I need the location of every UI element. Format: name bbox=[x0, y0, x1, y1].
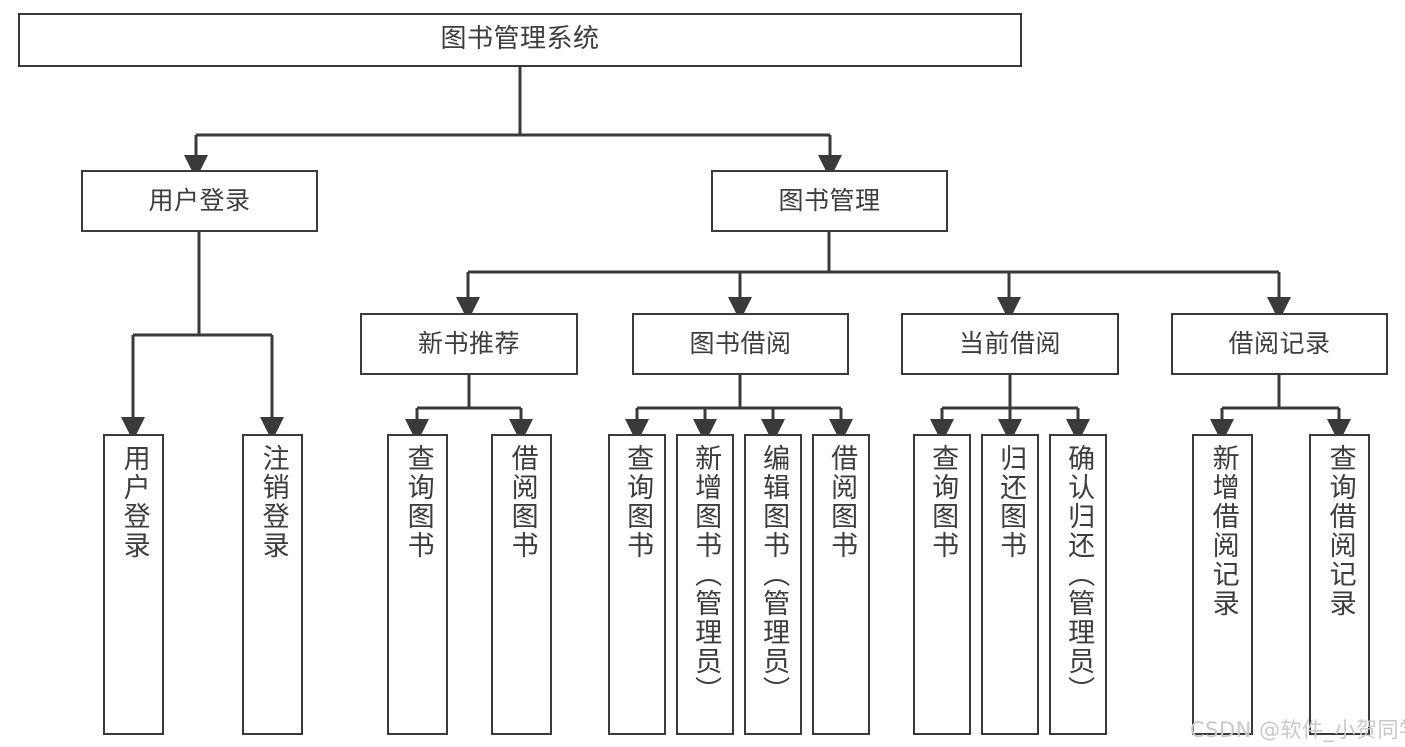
node-label: 借阅记录 bbox=[1228, 329, 1331, 358]
node-label: 用户登录 bbox=[148, 186, 251, 215]
node-label: 用户登录 bbox=[118, 444, 150, 560]
node-new-book-recommend[interactable]: 新书推荐 bbox=[360, 313, 578, 375]
leaf-confirm-return-admin[interactable]: 确认归还（管理员） bbox=[1049, 434, 1107, 735]
node-label: 图书借阅 bbox=[689, 329, 792, 358]
node-label: 确认归还（管理员） bbox=[1063, 444, 1095, 705]
csdn-watermark: CSDN @软件_小贺同学 bbox=[1190, 718, 1405, 742]
node-label: 新书推荐 bbox=[417, 329, 520, 358]
node-label: 查询图书 bbox=[402, 444, 434, 560]
node-book-borrow[interactable]: 图书借阅 bbox=[632, 313, 849, 375]
leaf-query-book-borrow[interactable]: 查询图书 bbox=[608, 434, 666, 735]
node-label: 查询图书 bbox=[622, 444, 654, 560]
leaf-add-borrow-record[interactable]: 新增借阅记录 bbox=[1192, 434, 1253, 735]
node-label: 归还图书 bbox=[995, 444, 1027, 560]
leaf-query-book-recommend[interactable]: 查询图书 bbox=[387, 434, 448, 735]
node-label: 当前借阅 bbox=[958, 329, 1061, 358]
node-label: 图书管理系统 bbox=[440, 24, 600, 55]
node-user-login[interactable]: 用户登录 bbox=[81, 170, 318, 232]
node-label: 图书管理 bbox=[778, 186, 881, 215]
leaf-logout[interactable]: 注销登录 bbox=[242, 434, 303, 735]
node-book-management[interactable]: 图书管理 bbox=[711, 170, 948, 232]
leaf-add-book-admin[interactable]: 新增图书（管理员） bbox=[676, 434, 734, 735]
leaf-user-login[interactable]: 用户登录 bbox=[103, 434, 164, 735]
leaf-query-borrow-record[interactable]: 查询借阅记录 bbox=[1309, 434, 1370, 735]
node-label: 注销登录 bbox=[257, 444, 289, 560]
node-current-borrow[interactable]: 当前借阅 bbox=[901, 313, 1119, 375]
node-label: 查询借阅记录 bbox=[1324, 444, 1356, 618]
leaf-query-book-current[interactable]: 查询图书 bbox=[913, 434, 971, 735]
node-label: 借阅图书 bbox=[826, 444, 858, 560]
node-label: 新增图书（管理员） bbox=[690, 444, 722, 705]
leaf-return-book[interactable]: 归还图书 bbox=[981, 434, 1039, 735]
node-borrow-record[interactable]: 借阅记录 bbox=[1171, 313, 1388, 375]
leaf-borrow-book[interactable]: 借阅图书 bbox=[812, 434, 870, 735]
node-label: 借阅图书 bbox=[506, 444, 538, 560]
node-label: 查询图书 bbox=[927, 444, 959, 560]
node-label: 新增借阅记录 bbox=[1207, 444, 1239, 618]
node-label: 编辑图书（管理员） bbox=[758, 444, 790, 705]
leaf-edit-book-admin[interactable]: 编辑图书（管理员） bbox=[744, 434, 802, 735]
leaf-borrow-book-recommend[interactable]: 借阅图书 bbox=[491, 434, 552, 735]
node-root-book-management-system[interactable]: 图书管理系统 bbox=[18, 13, 1022, 67]
